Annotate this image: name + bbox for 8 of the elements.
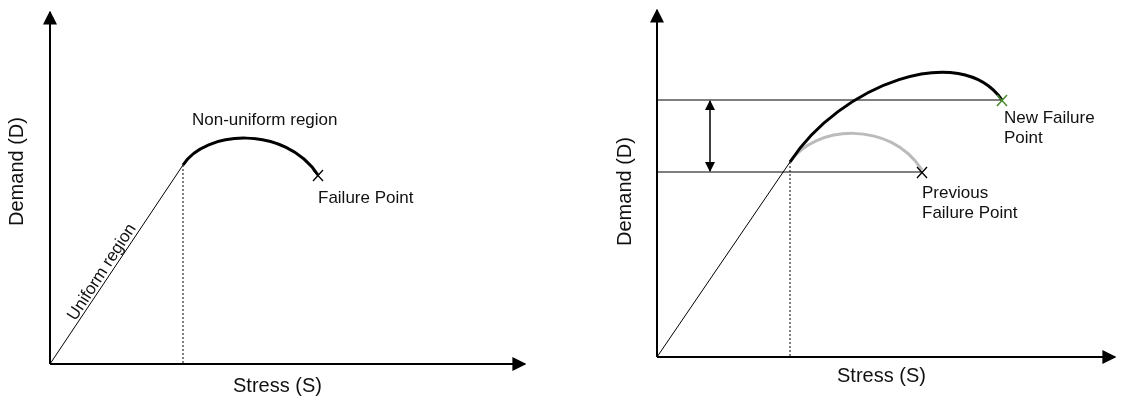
axis-label: Stress (S) (233, 374, 322, 397)
axis-label: Demand (D) (4, 117, 28, 226)
point-label: New Failure Point (1004, 108, 1096, 148)
region-label: Non-uniform region (192, 110, 338, 130)
axis-label: Demand (D) (612, 137, 636, 246)
point-label: Failure Point (318, 188, 414, 208)
axis-label: Stress (S) (837, 364, 926, 387)
point-label: Previous Failure Point (922, 183, 1019, 223)
